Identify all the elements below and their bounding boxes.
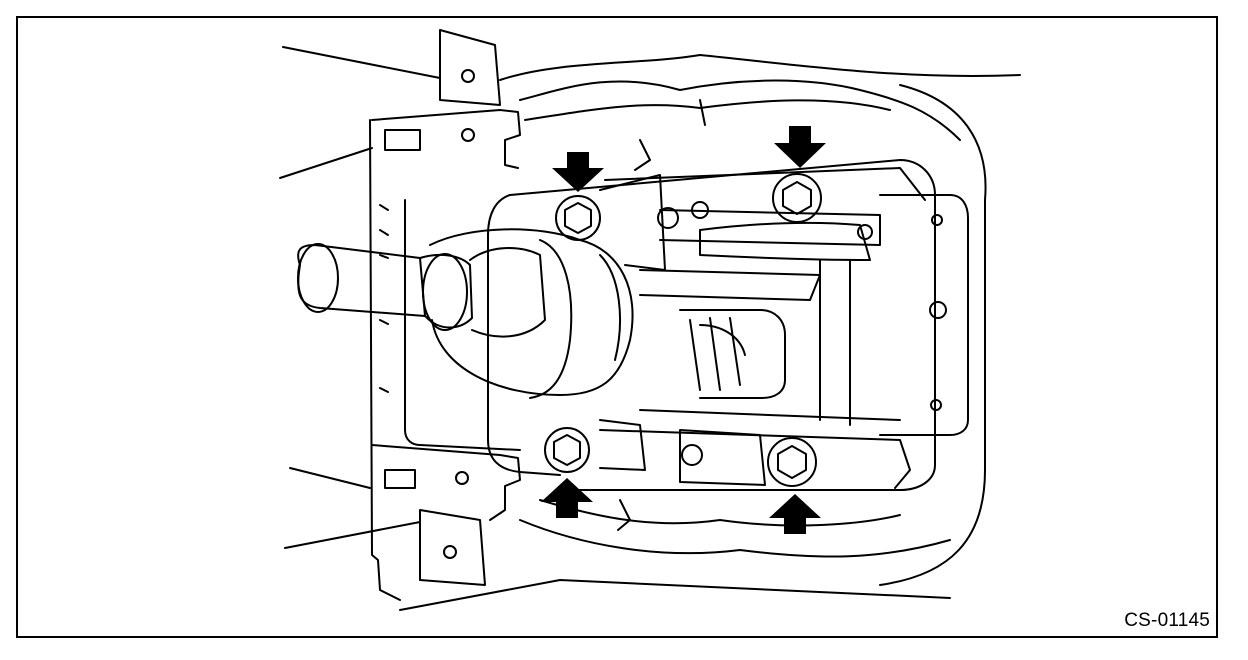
- bolt-bottom-right: [767, 437, 817, 487]
- figure-frame: [16, 16, 1218, 638]
- left-bracket: [369, 29, 521, 601]
- figure-code: CS-01145: [1124, 610, 1210, 631]
- arrow-bottom-right: [769, 494, 821, 534]
- boot-outline: [519, 79, 961, 558]
- arrow-bottom-left: [541, 478, 593, 518]
- shift-lever: [297, 228, 634, 399]
- linkage-mechanism: [599, 174, 901, 486]
- right-bracket: [879, 194, 969, 436]
- shifter-housing: [487, 159, 936, 491]
- floor-outline: [279, 46, 1021, 611]
- bolt-top-left: [555, 195, 601, 241]
- bolt-bottom-left: [544, 427, 590, 473]
- arrow-top-right: [774, 126, 826, 168]
- bolt-top-right: [772, 173, 822, 223]
- arrow-top-left: [552, 152, 604, 192]
